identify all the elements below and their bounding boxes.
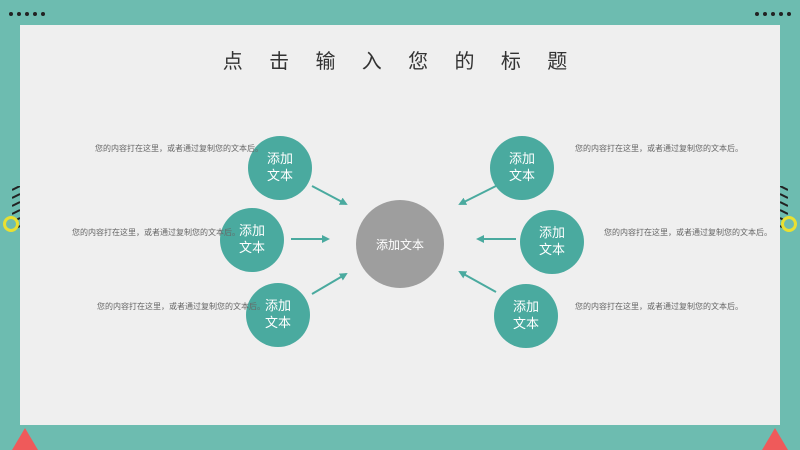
ring-decoration-right — [781, 216, 797, 232]
center-node[interactable]: 添加文本 — [356, 200, 444, 288]
desc-bottom-right[interactable]: 您的内容打在这里，或者通过复制您的文本后。 — [575, 302, 743, 311]
node-mid-left[interactable]: 添加文本 — [220, 208, 284, 272]
node-bottom-right[interactable]: 添加文本 — [494, 284, 558, 348]
desc-bottom-left[interactable]: 您的内容打在这里，或者通过复制您的文本后。 — [97, 302, 265, 311]
desc-top-right[interactable]: 您的内容打在这里，或者通过复制您的文本后。 — [575, 144, 743, 153]
triangle-decoration-right — [762, 428, 788, 450]
node-top-left[interactable]: 添加文本 — [248, 136, 312, 200]
node-top-right[interactable]: 添加文本 — [490, 136, 554, 200]
triangle-decoration-left — [12, 428, 38, 450]
desc-top-left[interactable]: 您的内容打在这里，或者通过复制您的文本后。 — [95, 144, 263, 153]
ring-decoration-left — [3, 216, 19, 232]
desc-mid-right[interactable]: 您的内容打在这里，或者通过复制您的文本后。 — [604, 228, 772, 237]
decorative-dots-left — [9, 12, 45, 16]
decorative-dots-right — [755, 12, 791, 16]
desc-mid-left[interactable]: 您的内容打在这里，或者通过复制您的文本后。 — [72, 228, 240, 237]
slide-title[interactable]: 点 击 输 入 您 的 标 题 — [222, 49, 578, 73]
node-bottom-left[interactable]: 添加文本 — [246, 283, 310, 347]
node-mid-right[interactable]: 添加文本 — [520, 210, 584, 274]
